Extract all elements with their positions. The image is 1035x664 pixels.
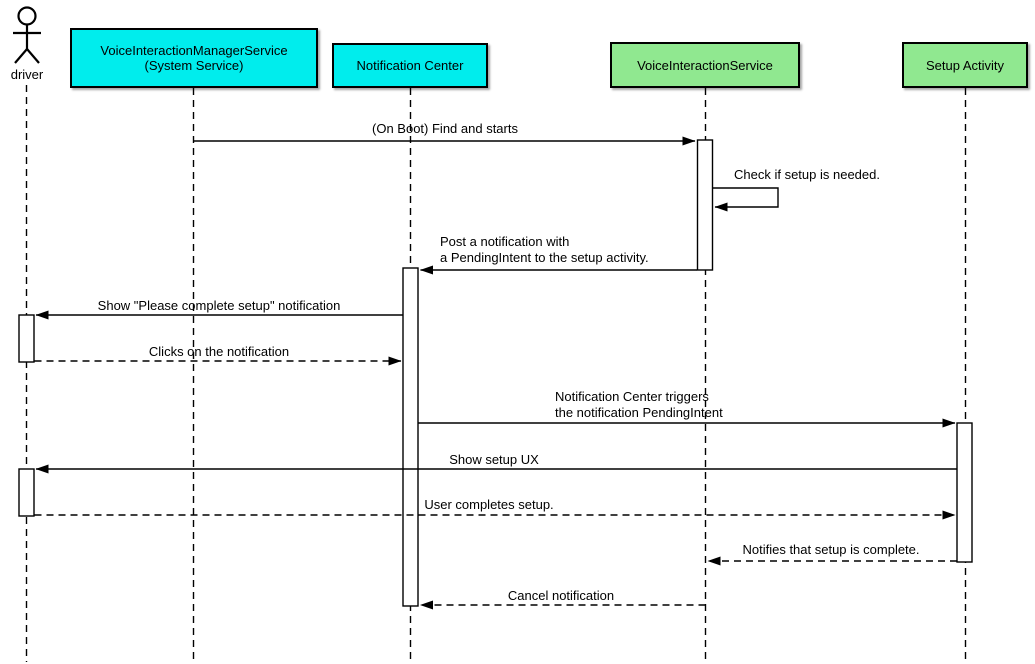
message-label-cancel-notification: Cancel notification [507, 588, 615, 603]
message-arrows [34, 136, 957, 610]
activation-voice-interaction-service [696, 139, 714, 271]
message-label-show-setup-ux: Show setup UX [449, 452, 539, 467]
message-label-triggers-pendingintent: Notification Center triggers the notific… [555, 389, 723, 420]
activation-bars [18, 139, 973, 607]
actor-figure-icon [13, 6, 41, 64]
participant-label: VoiceInteractionManagerService (System S… [100, 43, 288, 73]
participant-setup-activity: Setup Activity [902, 42, 1028, 88]
message-label-clicks-on-the-notification: Clicks on the notification [148, 344, 290, 359]
participant-notification-center: Notification Center [332, 43, 488, 88]
participant-label: Notification Center [356, 58, 464, 73]
activation-driver-1 [18, 314, 35, 363]
participant-label: Setup Activity [925, 57, 1005, 73]
actor-label: driver [10, 67, 44, 82]
participant-voice-interaction-manager-service: VoiceInteractionManagerService (System S… [70, 28, 318, 88]
message-label-check-if-setup-is-needed: Check if setup is needed. [734, 167, 880, 182]
message-label-post-a-notification: Post a notification with a PendingIntent… [440, 234, 649, 265]
activation-driver-2 [18, 468, 35, 517]
activation-notification-center [402, 267, 419, 607]
message-label-user-completes-setup: User completes setup. [424, 497, 554, 512]
message-label-notifies-setup-complete: Notifies that setup is complete. [742, 542, 920, 557]
activation-setup-activity [956, 422, 973, 563]
message-label-on-boot-find-and-starts: (On Boot) Find and starts [372, 121, 518, 136]
lifelines [25, 85, 967, 662]
participant-voice-interaction-service: VoiceInteractionService [610, 42, 800, 88]
arrow-check-if-setup-is-needed [712, 187, 779, 212]
participant-label: VoiceInteractionService [637, 57, 773, 73]
message-label-show-please-complete-setup: Show "Please complete setup" notificatio… [97, 298, 341, 313]
